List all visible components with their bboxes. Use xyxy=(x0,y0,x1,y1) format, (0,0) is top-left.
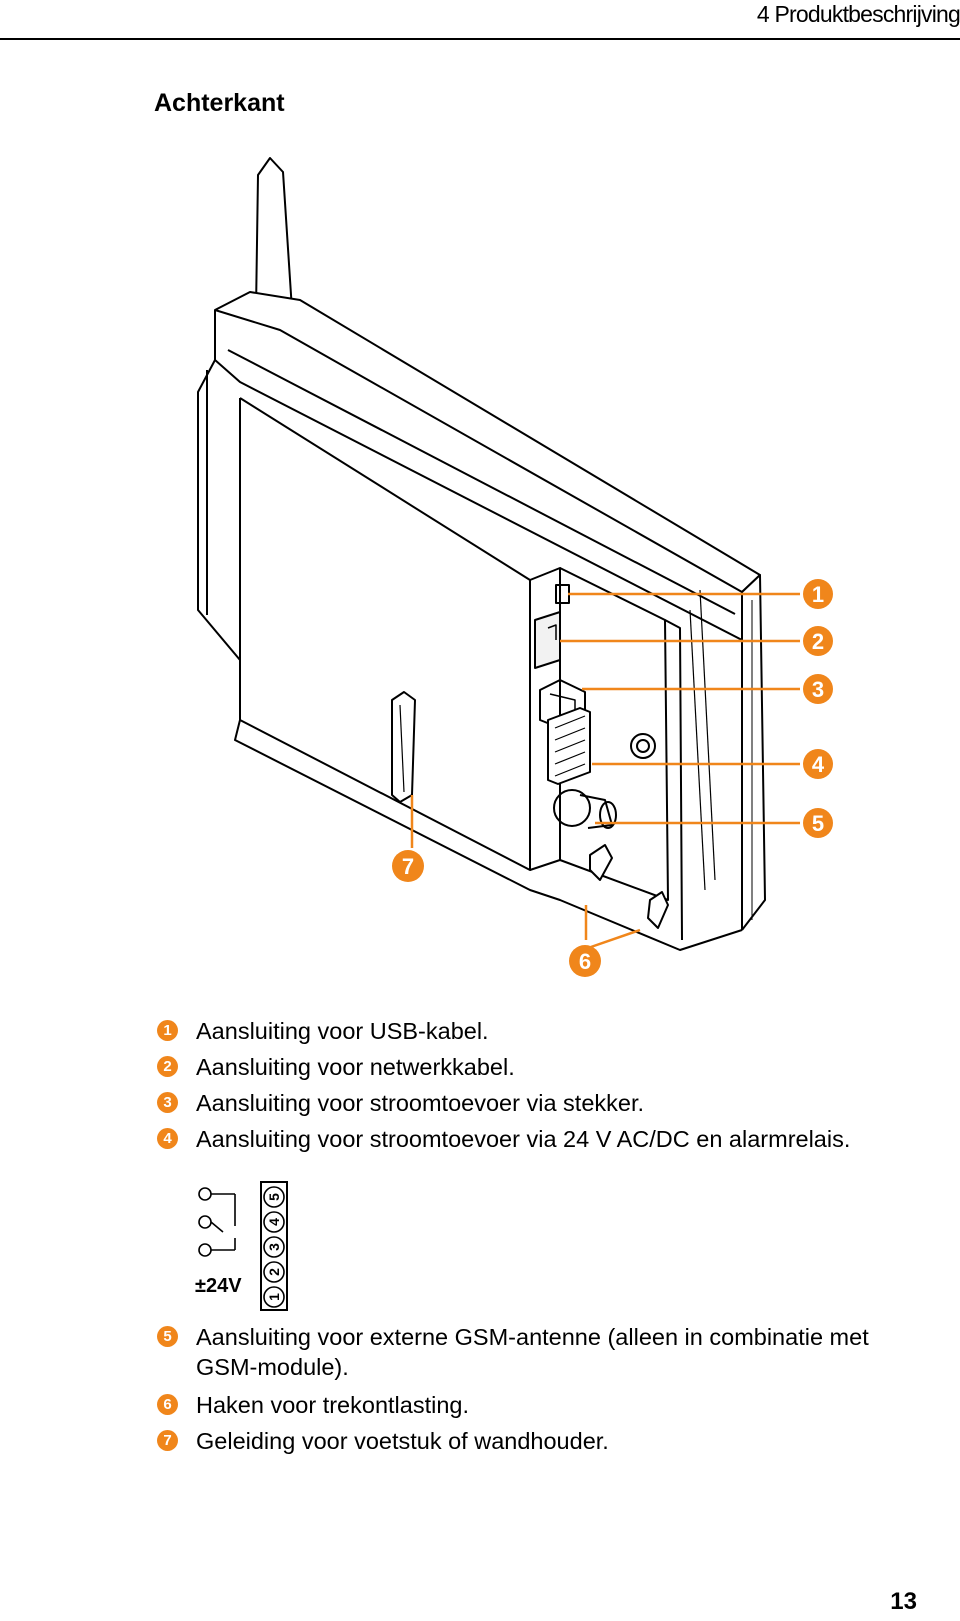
terminal-1-label: 1 xyxy=(266,1293,282,1301)
device-rear-illustration: 1 2 3 4 5 7 6 xyxy=(197,157,833,977)
number-bullet: 2 xyxy=(157,1056,178,1077)
header-rule xyxy=(0,38,960,40)
callout-5-label: 5 xyxy=(812,811,824,836)
callout-1: 1 xyxy=(803,579,833,609)
number-bullet: 3 xyxy=(157,1092,178,1113)
number-bullet: 4 xyxy=(157,1128,178,1149)
terminal-1: 1 xyxy=(263,1286,285,1308)
terminal-4-label: 4 xyxy=(266,1218,282,1226)
voltage-label: ±24V xyxy=(195,1275,242,1297)
legend-item-text: Aansluiting voor netwerkkabel. xyxy=(196,1054,515,1080)
callout-4-label: 4 xyxy=(812,752,825,777)
running-header: 4 Produktbeschrijving xyxy=(756,1,960,27)
callout-6-label: 6 xyxy=(579,949,591,974)
number-bullet: 7 xyxy=(157,1430,178,1451)
legend-item-text: Aansluiting voor stroomtoevoer via stekk… xyxy=(196,1090,645,1116)
legend-item-text: Haken voor trekontlasting. xyxy=(196,1392,470,1418)
terminal-2: 2 xyxy=(263,1261,285,1283)
callout-7-label: 7 xyxy=(402,854,414,879)
terminal-5: 5 xyxy=(263,1186,285,1208)
callout-3: 3 xyxy=(803,674,833,704)
section-heading: Achterkant xyxy=(154,89,285,117)
number-bullet: 6 xyxy=(157,1394,178,1415)
callout-3-label: 3 xyxy=(812,677,824,702)
callout-1-label: 1 xyxy=(812,582,824,607)
callout-2: 2 xyxy=(803,626,833,656)
legend-item-text: Aansluiting voor stroomtoevoer via 24 V … xyxy=(196,1126,851,1152)
terminal-4: 4 xyxy=(263,1211,285,1233)
terminal-2-label: 2 xyxy=(266,1268,282,1276)
terminal-5-label: 5 xyxy=(266,1193,282,1201)
terminal-3: 3 xyxy=(263,1236,285,1258)
legend-item-text: Aansluiting voor USB-kabel. xyxy=(196,1018,489,1044)
legend-item-text: Aansluiting voor externe GSM-antenne (al… xyxy=(196,1324,869,1380)
legend-bottom: 5 Aansluiting voor externe GSM-antenne (… xyxy=(157,1322,957,1462)
terminal-3-label: 3 xyxy=(266,1243,282,1251)
callout-4: 4 xyxy=(803,749,833,779)
callout-2-label: 2 xyxy=(812,629,824,654)
legend-item-text: Geleiding voor voetstuk of wandhouder. xyxy=(196,1428,609,1454)
callout-6: 6 xyxy=(569,945,601,977)
callout-7: 7 xyxy=(392,850,424,882)
number-bullet: 1 xyxy=(157,1020,178,1041)
page-number: 13 xyxy=(890,1588,917,1615)
number-bullet: 5 xyxy=(157,1326,178,1347)
callout-5: 5 xyxy=(803,808,833,838)
terminal-wiring-diagram: ±24V 5 4 3 2 1 xyxy=(195,1181,288,1311)
legend-top: 1 Aansluiting voor USB-kabel. 2 Aansluit… xyxy=(157,1016,957,1166)
